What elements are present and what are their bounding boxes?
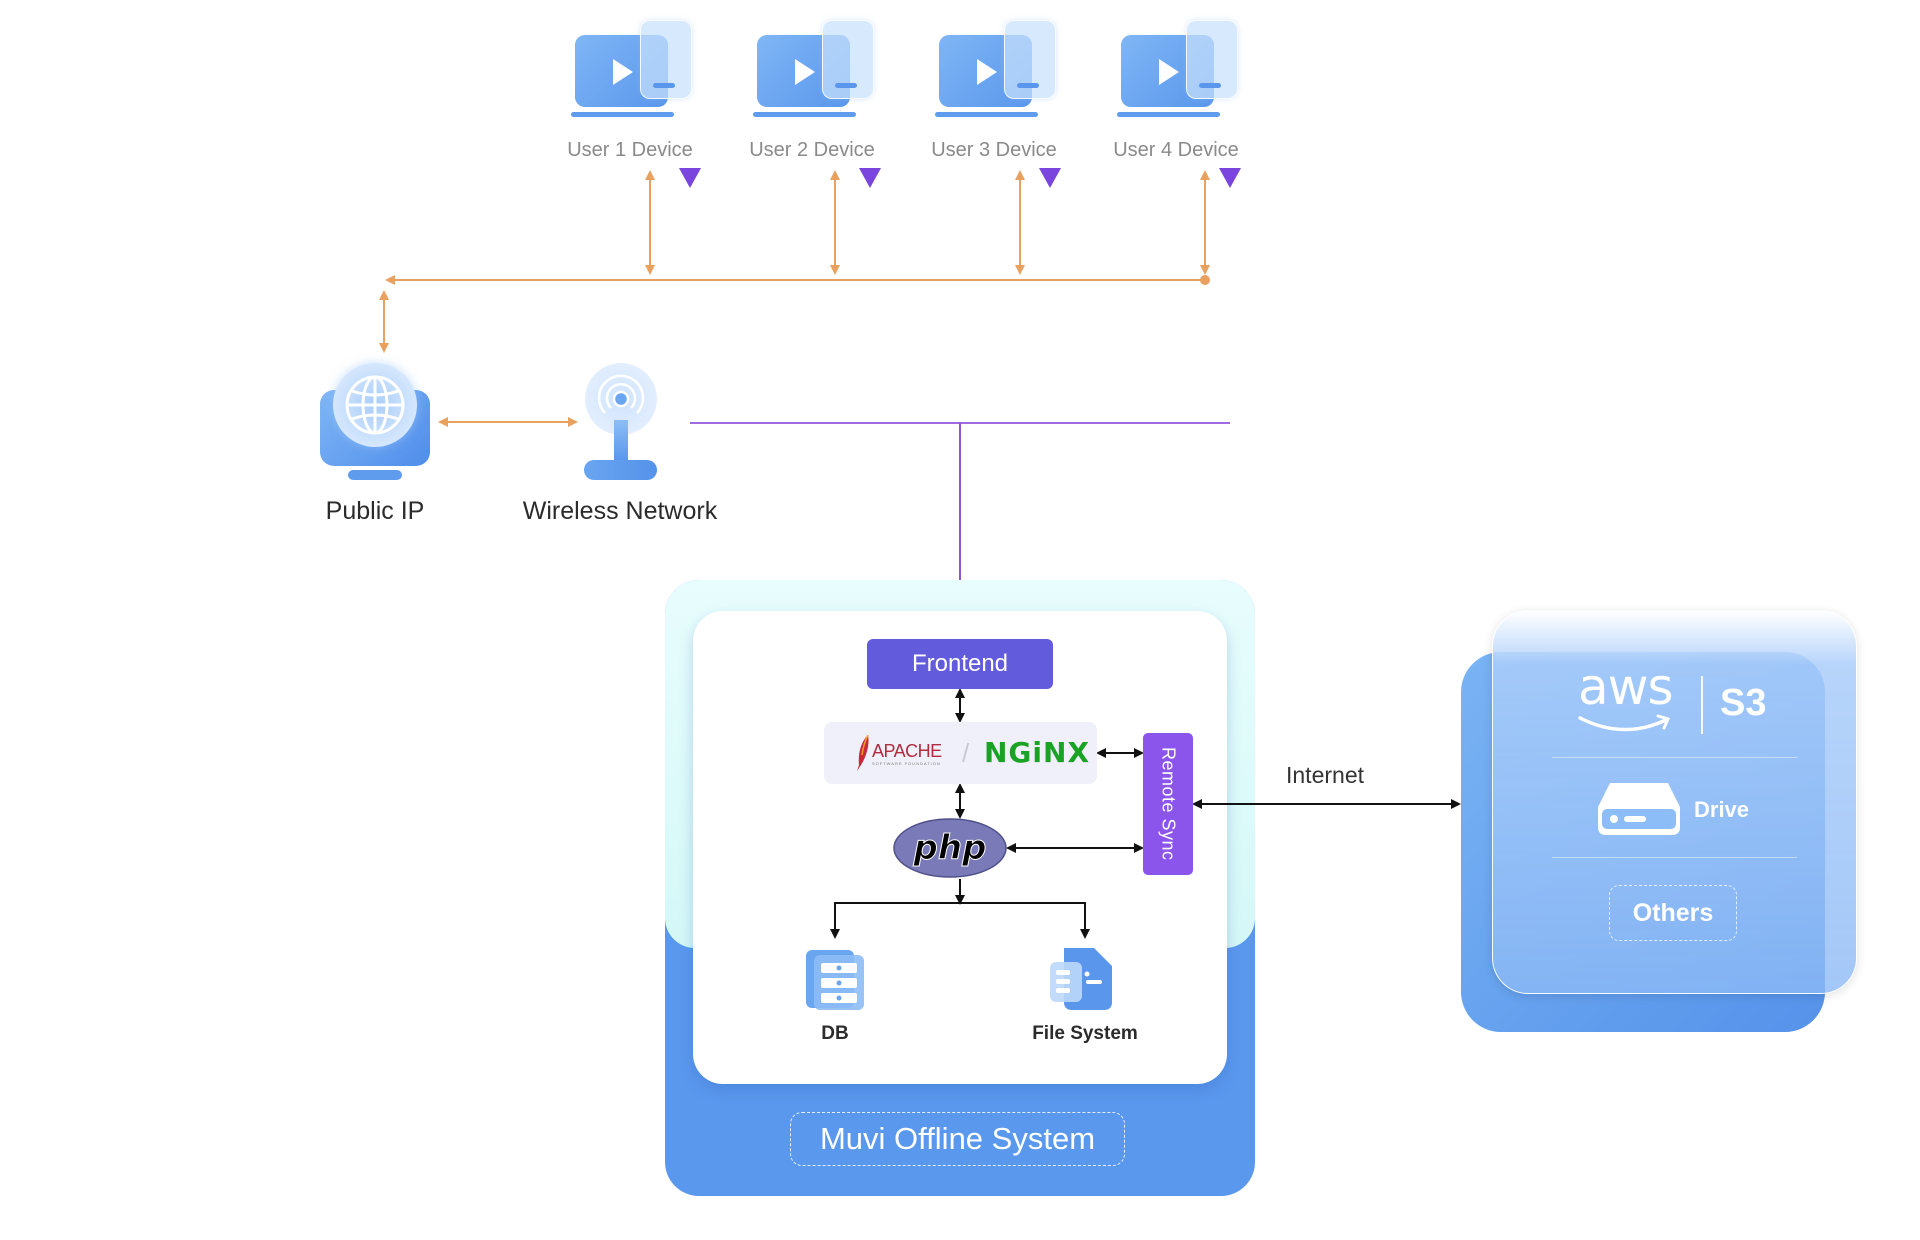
user-device-2 — [753, 0, 874, 160]
db-label: DB — [821, 1023, 849, 1044]
system-title: Muvi Offline System — [790, 1112, 1125, 1166]
others-label: Others — [1609, 885, 1737, 941]
device-base — [571, 112, 674, 117]
phone-icon — [1186, 20, 1238, 99]
nginx-logo: NGiNX — [984, 736, 1091, 769]
remote-sync-label: Remote Sync — [1158, 747, 1179, 861]
device-base — [753, 112, 856, 117]
play-icon — [613, 59, 633, 85]
aws-divider — [1701, 676, 1703, 734]
device-label: User 1 Device — [567, 139, 693, 161]
apache-subtitle: SOFTWARE FOUNDATION — [872, 761, 941, 766]
cloud-divider — [1552, 857, 1797, 858]
user-device-1 — [571, 0, 692, 160]
aws-logo: aws — [1578, 658, 1674, 716]
play-icon — [977, 59, 997, 85]
database-icon — [806, 950, 864, 1010]
device-label: User 4 Device — [1113, 139, 1239, 161]
play-icon — [1159, 59, 1179, 85]
purple-marker-user3 — [1039, 168, 1061, 188]
apache-feather-icon — [857, 734, 869, 771]
php-wordmark: php — [913, 828, 987, 868]
user-device-3 — [935, 0, 1056, 160]
server-separator: / — [962, 738, 970, 768]
apache-wordmark: APACHE — [872, 741, 942, 761]
aws-smile-icon — [1578, 714, 1671, 732]
internet-label: Internet — [1286, 762, 1364, 788]
drive-label: Drive — [1694, 797, 1750, 822]
purple-marker-user4 — [1219, 168, 1241, 188]
device-base — [935, 112, 1038, 117]
public-ip-label: Public IP — [325, 497, 425, 525]
phone-icon — [1004, 20, 1056, 99]
wireless-network-label: Wireless Network — [522, 497, 718, 525]
monitor-stand — [348, 470, 402, 480]
orange-bus-node — [1200, 275, 1210, 285]
frontend-node: Frontend — [867, 639, 1053, 689]
user-device-4 — [1117, 0, 1238, 160]
phone-icon — [640, 20, 692, 99]
cloud-divider — [1552, 757, 1797, 758]
purple-marker-user2 — [859, 168, 881, 188]
drive-icon — [1596, 783, 1682, 835]
file-system-icon — [1050, 948, 1112, 1010]
phone-icon — [822, 20, 874, 99]
php-logo: php — [893, 818, 1007, 878]
remote-sync-node: Remote Sync — [1143, 733, 1193, 875]
php-branch-line — [834, 902, 1086, 933]
s3-label: S3 — [1720, 682, 1767, 724]
web-server-panel: APACHE SOFTWARE FOUNDATION / NGiNX — [824, 722, 1097, 784]
device-base — [1117, 112, 1220, 117]
device-label: User 3 Device — [931, 139, 1057, 161]
antenna-stem — [614, 420, 628, 460]
file-system-label: File System — [1032, 1023, 1138, 1044]
device-label: User 2 Device — [749, 139, 875, 161]
antenna-base — [584, 460, 657, 480]
apache-logo: APACHE SOFTWARE FOUNDATION — [856, 734, 942, 771]
play-icon — [795, 59, 815, 85]
globe-icon — [333, 363, 417, 447]
purple-marker-user1 — [679, 168, 701, 188]
